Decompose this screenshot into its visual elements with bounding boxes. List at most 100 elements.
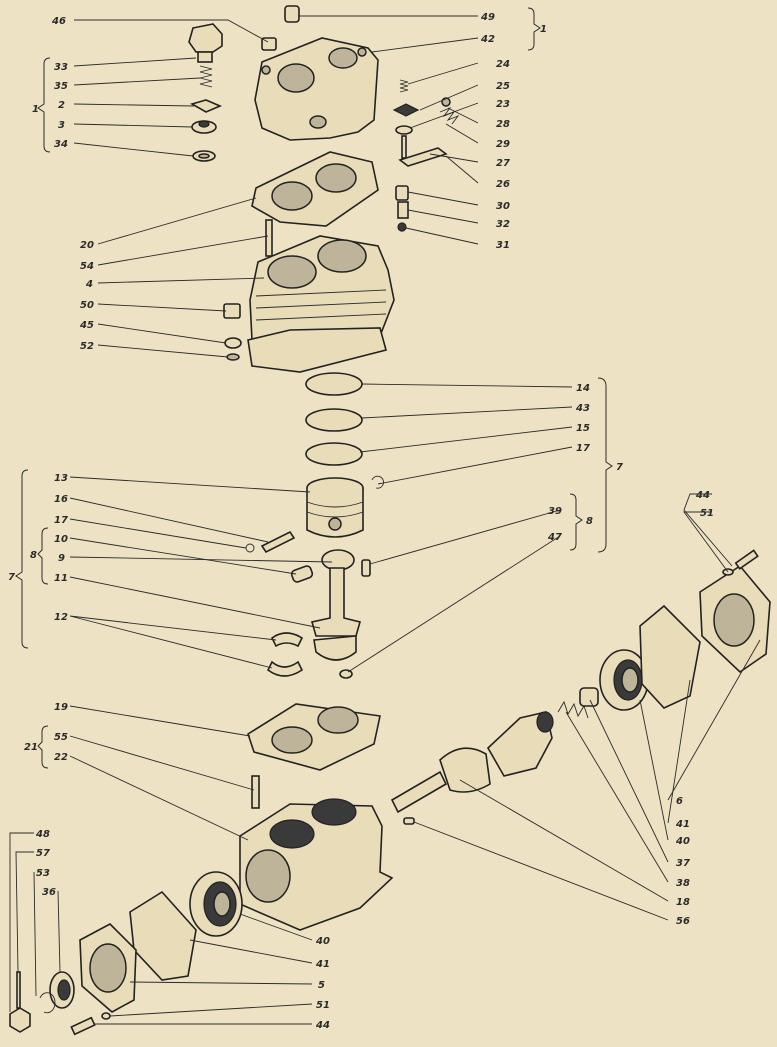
label-6: 6 [676,796,683,807]
label-43: 43 [575,403,590,414]
label-35: 35 [54,81,68,92]
stud-49-drawing [284,5,300,23]
label-1-top: 1 [540,24,547,35]
label-28: 28 [496,119,510,130]
base-gasket-drawing [247,703,381,771]
stud-54-drawing [265,219,273,257]
stud-55-drawing [251,775,260,809]
rod-cap-drawing [313,635,357,679]
label-47: 47 [547,532,562,543]
label-32: 32 [496,219,510,230]
label-18: 18 [676,897,690,908]
label-19: 19 [54,702,68,713]
piston-pin-drawing [260,530,296,554]
label-30: 30 [496,201,510,212]
label-50: 50 [80,300,94,311]
label-36: 36 [42,887,56,898]
valve-parts-drawing [392,79,460,232]
label-51-left: 51 [316,1000,330,1011]
main-bearing-right-drawing [599,649,649,711]
head-gasket-drawing [251,151,379,227]
bearing-shells-drawing [266,632,304,677]
label-38: 38 [676,878,690,889]
label-21: 21 [24,742,38,753]
label-8-left: 8 [30,550,37,561]
label-42: 42 [480,34,495,45]
label-37: 37 [676,858,690,869]
plug-assembly-drawing [188,23,223,162]
label-4: 4 [85,279,93,290]
label-52: 52 [80,341,94,352]
label-2: 2 [58,100,65,111]
nut-washer-drawing [223,303,242,361]
label-56: 56 [676,916,690,927]
label-55: 55 [54,732,68,743]
label-48: 48 [35,829,50,840]
label-23: 23 [496,99,510,110]
label-17-left: 17 [54,515,68,526]
cover-gasket-left-drawing [129,890,197,981]
label-26: 26 [496,179,510,190]
key-56-drawing [403,817,415,825]
main-bearing-left-drawing [189,871,243,937]
label-10: 10 [54,534,68,545]
bushing-drawing [290,565,314,583]
circlip-17-drawing [371,475,384,489]
label-16: 16 [54,494,68,505]
label-46: 46 [51,16,66,27]
label-5: 5 [318,980,325,991]
label-3: 3 [58,120,65,131]
label-39: 39 [548,506,562,517]
label-8-right: 8 [586,516,593,527]
label-41-left: 41 [315,959,330,970]
label-53: 53 [36,868,50,879]
label-11: 11 [54,573,68,584]
braces [15,7,613,769]
leader-lines [9,15,761,1025]
label-40-left: 40 [315,936,330,947]
label-14: 14 [576,383,590,394]
label-1-left: 1 [32,104,39,115]
ring-53-drawing [39,992,56,1014]
label-34: 34 [54,139,68,150]
label-9: 9 [58,553,65,564]
piston-rings-drawing [305,372,363,466]
label-22: 22 [54,752,68,763]
label-31: 31 [496,240,510,251]
nut-48-drawing [9,971,31,1033]
label-17-right: 17 [576,443,590,454]
label-25: 25 [496,81,510,92]
label-7-left: 7 [8,572,15,583]
label-41-right: 41 [675,819,690,830]
label-27: 27 [496,158,510,169]
label-57: 57 [36,848,50,859]
label-13: 13 [54,473,68,484]
crankcase-drawing [239,798,394,931]
label-29: 29 [496,139,510,150]
part-labels: 46 49 42 1 33 35 1 2 3 34 24 25 23 28 29… [8,12,714,1031]
label-44-left: 44 [315,1020,330,1031]
end-cover-right-drawing [699,564,771,674]
label-20: 20 [80,240,94,251]
end-cover-left-drawing [79,923,137,1013]
label-24: 24 [496,59,510,70]
connecting-rod-drawing [310,549,371,637]
circlip-17b-drawing [245,543,255,553]
label-12: 12 [54,612,68,623]
label-51-right: 51 [700,508,714,519]
cylinder-block-drawing [247,235,395,373]
piston-drawing [306,477,364,538]
label-33: 33 [54,62,68,73]
label-7-right: 7 [616,462,623,473]
label-49: 49 [480,12,495,23]
label-54: 54 [80,261,94,272]
label-40-right: 40 [675,836,690,847]
bolt-left-drawing [70,1012,111,1036]
label-15: 15 [576,423,590,434]
cover-gasket-right-drawing [639,604,701,709]
oil-seal-drawing [49,971,75,1009]
ring-38-drawing [579,687,599,707]
label-45: 45 [79,320,94,331]
cylinder-head-drawing [254,37,379,141]
